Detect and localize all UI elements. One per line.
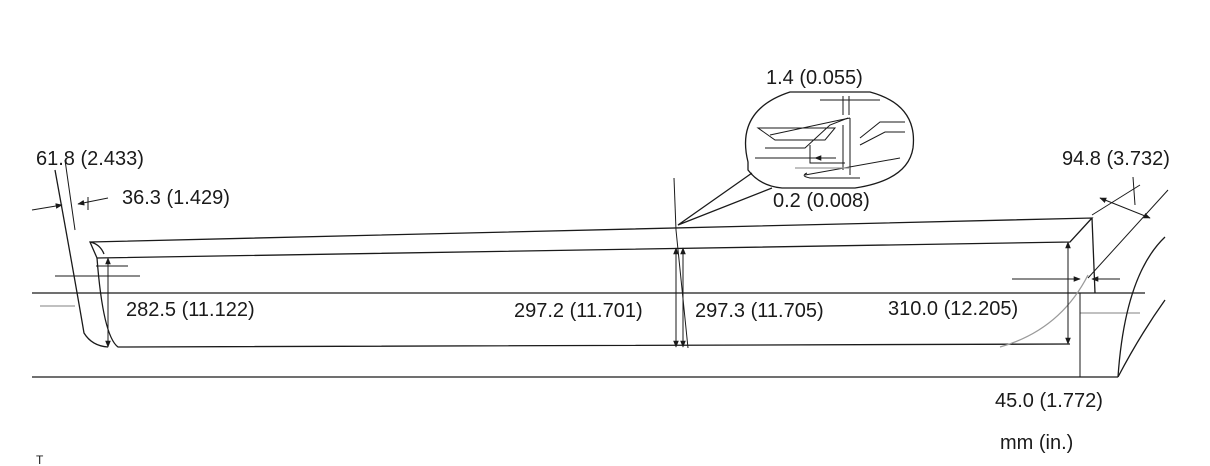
- dim-61-8-label: 61.8 (2.433): [36, 148, 144, 170]
- dim-297-2-label: 297.2 (11.701): [514, 300, 643, 322]
- dim-310-0-label: 310.0 (12.205): [888, 298, 1018, 320]
- dim-0-2-label: 0.2 (0.008): [773, 190, 870, 212]
- dim-1-4-label: 1.4 (0.055): [766, 67, 863, 89]
- detail-callout: [677, 91, 915, 226]
- dim-45-0-label: 45.0 (1.772): [995, 390, 1103, 412]
- footnote-mark: T: [36, 453, 44, 466]
- dim-297-3-label: 297.3 (11.705): [695, 300, 824, 322]
- dim-282-5-label: 282.5 (11.122): [126, 299, 255, 321]
- dim-36-3-label: 36.3 (1.429): [122, 187, 230, 209]
- body-reference-lines: [32, 292, 1145, 378]
- dimension-lines: [31, 159, 1169, 377]
- dim-94-8-label: 94.8 (3.732): [1062, 148, 1170, 170]
- units-label: mm (in.): [1000, 432, 1073, 454]
